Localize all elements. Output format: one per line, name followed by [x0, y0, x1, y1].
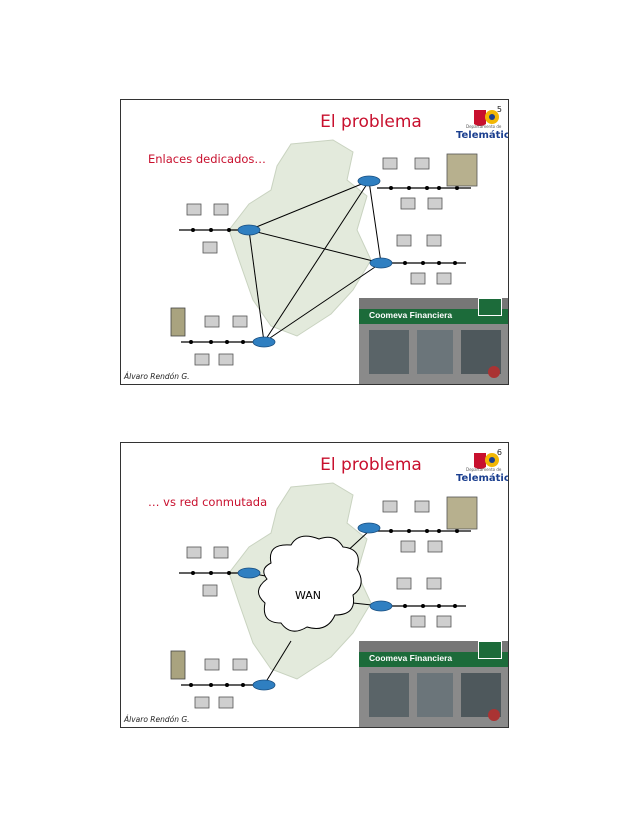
wan-label: WAN: [295, 589, 322, 602]
logo-name: Telemática: [456, 473, 508, 484]
slide-5: 5 El problema Enlaces dedicados… Departa…: [120, 99, 509, 385]
lan-nodes: [189, 186, 459, 344]
lan-nodes: [189, 529, 459, 687]
logo-department: Departamento de: [466, 124, 502, 129]
logo-emblem-icon: [474, 110, 499, 126]
branch-photo: Coomeva Financiera: [359, 641, 508, 727]
sign-text: Coomeva Financiera: [369, 310, 453, 320]
slide-title: El problema: [320, 112, 422, 132]
slide-number: 6: [496, 448, 502, 457]
author: Álvaro Rendón G.: [124, 372, 190, 381]
side-sign: [478, 641, 502, 659]
logo-department: Departamento de: [466, 467, 502, 472]
network-diagram: [170, 482, 478, 709]
router-icons: [237, 175, 393, 348]
telematica-logo: Departamento de Telemática: [456, 108, 508, 150]
server-icon: [170, 650, 186, 680]
server-icon: [170, 307, 186, 337]
computer-icons: [186, 500, 452, 709]
network-diagram: [170, 139, 478, 366]
sign-text: Coomeva Financiera: [369, 653, 453, 663]
slide-number: 5: [496, 105, 502, 114]
logo-emblem-icon: [474, 453, 499, 469]
storefront-sign: Coomeva Financiera: [359, 309, 508, 324]
slide-subtitle: … vs red conmutada: [148, 495, 268, 509]
dedicated-links: [248, 180, 382, 343]
slide-subtitle: Enlaces dedicados…: [148, 152, 266, 166]
logo-name: Telemática: [456, 130, 508, 141]
author: Álvaro Rendón G.: [124, 715, 190, 724]
slide-title: El problema: [320, 455, 422, 475]
slide-6: WAN 6 El problema … vs red conmutada Dep…: [120, 442, 509, 728]
branch-photo: Coomeva Financiera: [359, 298, 508, 384]
telematica-logo: Departamento de Telemática: [456, 451, 508, 493]
server-icon: [446, 496, 478, 530]
wan-cloud: [258, 535, 362, 632]
colombia-map: [228, 139, 372, 337]
side-sign: [478, 298, 502, 316]
storefront-sign: Coomeva Financiera: [359, 652, 508, 667]
computer-icons: [186, 157, 452, 366]
router-icons: [237, 522, 393, 691]
server-icon: [446, 153, 478, 187]
